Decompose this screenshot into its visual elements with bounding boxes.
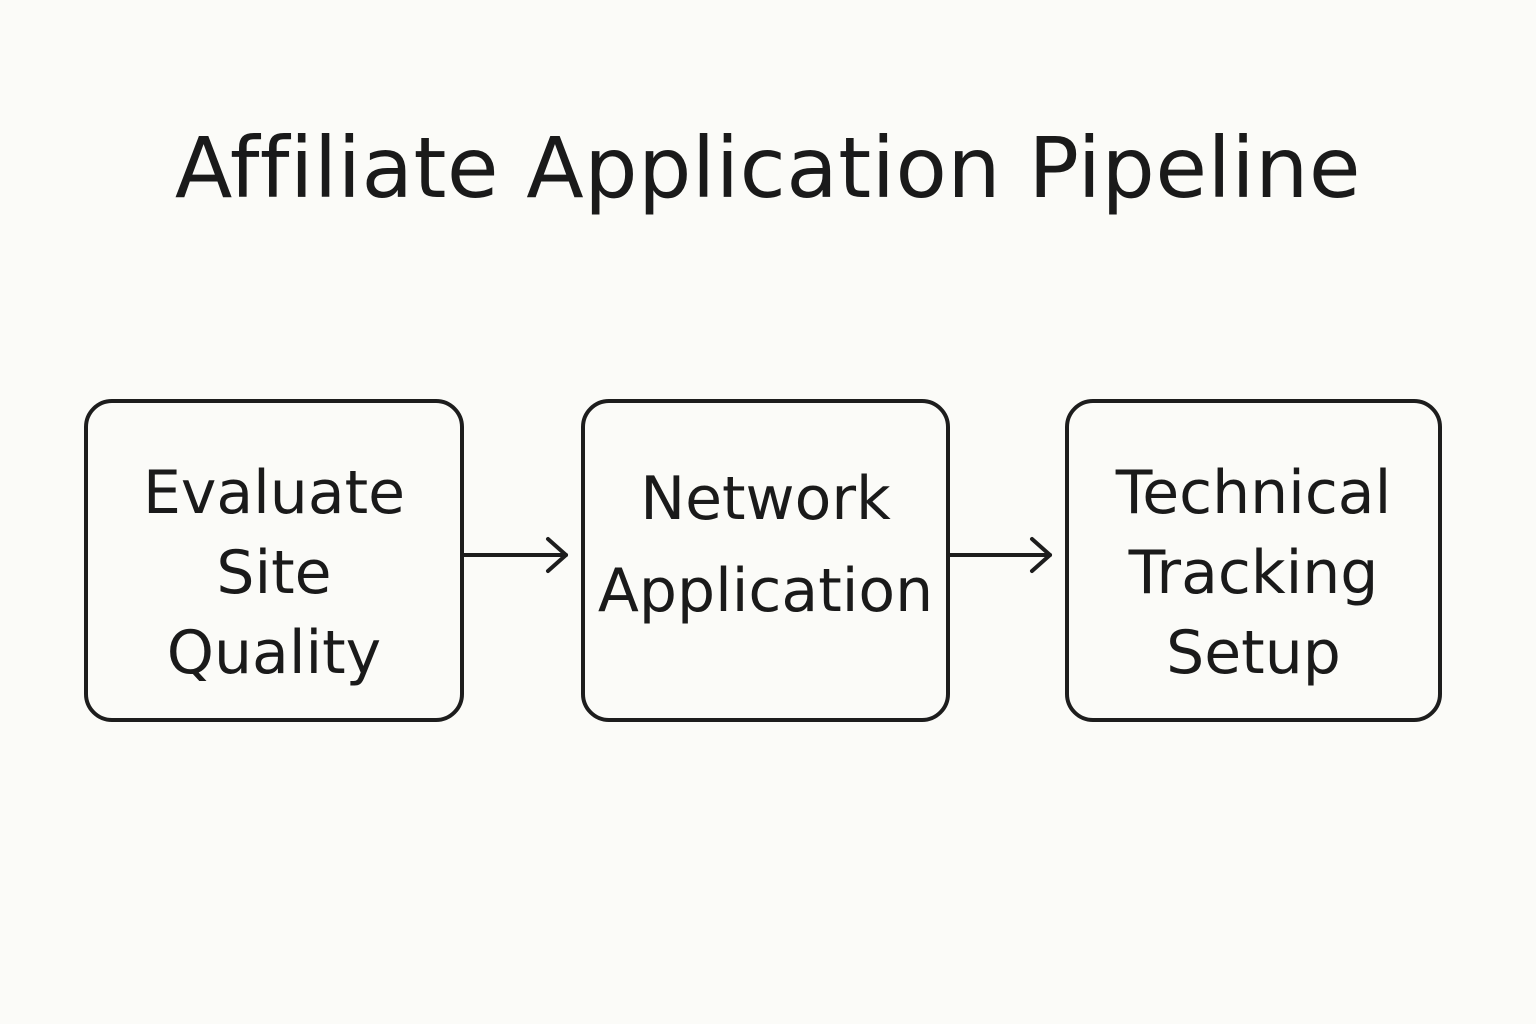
- step-label-line: Network: [640, 464, 891, 534]
- step-label-line: Evaluate: [142, 458, 406, 528]
- step-label-line: Tracking: [1128, 538, 1379, 608]
- step-label-line: Site: [216, 538, 332, 608]
- step-technical-tracking-setup: Technical Tracking Setup: [1065, 399, 1442, 722]
- step-label-line: Technical: [1115, 458, 1392, 528]
- arrow-right-icon: [462, 537, 568, 573]
- diagram-title: Affiliate Application Pipeline: [174, 119, 1362, 217]
- arrow-right-icon: [948, 537, 1052, 573]
- step-evaluate-site-quality: Evaluate Site Quality: [84, 399, 464, 722]
- step-label-line: Setup: [1166, 618, 1341, 688]
- step-label-line: Quality: [166, 618, 382, 688]
- step-network-application: Network Application: [581, 399, 950, 722]
- step-label-line: Application: [597, 556, 934, 626]
